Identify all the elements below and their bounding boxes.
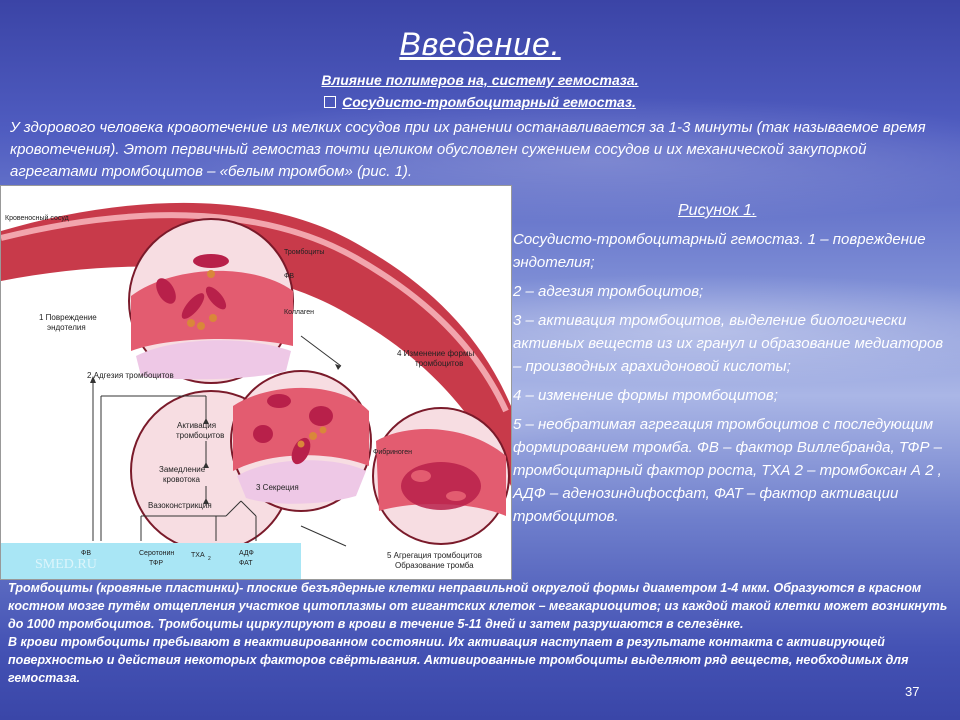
legend-item: Сосудисто-тромбоцитарный гемостаз. 1 – п… <box>513 231 926 271</box>
flow-arrows <box>92 335 347 547</box>
description-paragraph: Тромбоциты (кровяные пластинки)- плоские… <box>8 581 948 631</box>
box-txa: ТХА <box>191 552 205 559</box>
label-step1-line2: эндотелия <box>47 323 86 332</box>
section-heading: Сосудисто-тромбоцитарный гемостаз. <box>0 94 960 110</box>
checkbox-bullet-icon <box>324 96 337 108</box>
label-step1-line1: 1 Повреждение <box>39 313 97 322</box>
label-fibrinogen: Фибриноген <box>373 448 412 456</box>
legend-item: 2 – адгезия тромбоцитов; <box>513 283 704 300</box>
arrow-heads <box>90 364 341 504</box>
slide-subtitle: Влияние полимеров на, систему гемостаза. <box>321 72 639 88</box>
label-step2: 2 Адгезия тромбоцитов <box>87 371 174 380</box>
slide-title: Введение. <box>399 26 561 62</box>
mediator-box <box>1 543 301 579</box>
label-collagen: Коллаген <box>284 309 314 316</box>
label-step4-line1: 4 Изменение формы <box>397 349 474 358</box>
detail-circle-3 <box>372 407 510 545</box>
label-platelets: Тромбоциты <box>284 248 324 256</box>
legend-item: 4 – изменение формы тромбоцитов; <box>513 387 778 404</box>
label-step4-line2: тромбоцитов <box>415 359 463 368</box>
vessel-lumen <box>1 212 509 413</box>
legend-item: 3 – активация тромбоцитов, выделение био… <box>513 312 944 375</box>
label-vwf: ФВ <box>284 273 294 280</box>
detail-circle-2 <box>230 370 372 512</box>
label-activation-line2: тромбоцитов <box>176 431 224 440</box>
hemostasis-figure: Кровеносный сосуд <box>0 185 512 580</box>
box-tfr: ТФР <box>149 560 163 567</box>
label-step5-line2: Образование тромба <box>395 561 474 570</box>
figure-legend: Сосудисто-тромбоцитарный гемостаз. 1 – п… <box>513 228 953 534</box>
box-txa-sub: 2 <box>208 556 211 562</box>
box-adf: АДФ <box>239 550 254 557</box>
description-paragraph: В крови тромбоциты пребывают в неактивир… <box>8 635 909 685</box>
label-slowing-line1: Замедление <box>159 465 206 474</box>
detail-circle-1 <box>128 218 294 384</box>
label-step5-line1: 5 Агрегация тромбоцитов <box>387 551 482 560</box>
intro-paragraph: У здорового человека кровотечение из мел… <box>10 119 926 180</box>
box-serotonin: Серотонин <box>139 550 174 557</box>
label-activation-line1: Активация <box>177 421 216 430</box>
box-fat: ФАТ <box>239 560 253 567</box>
hemostasis-diagram: Кровеносный сосуд <box>1 202 511 579</box>
watermark-text: SMED.RU <box>35 557 97 572</box>
label-vasoconstriction: Вазоконстрикция <box>148 501 212 510</box>
platelets-description: Тромбоциты (кровяные пластинки)- плоские… <box>8 579 952 687</box>
legend-item: 5 – необратимая агрегация тромбоцитов с … <box>513 416 942 525</box>
figure-title: Рисунок 1. <box>678 202 757 219</box>
box-vwf: ФВ <box>81 550 91 557</box>
page-number: 37 <box>905 684 920 699</box>
label-step3: 3 Секреция <box>256 483 299 492</box>
section-heading-text: Сосудисто-тромбоцитарный гемостаз. <box>342 94 636 110</box>
vessel-label: Кровеносный сосуд <box>5 214 69 222</box>
label-slowing-line2: кровотока <box>163 475 201 484</box>
